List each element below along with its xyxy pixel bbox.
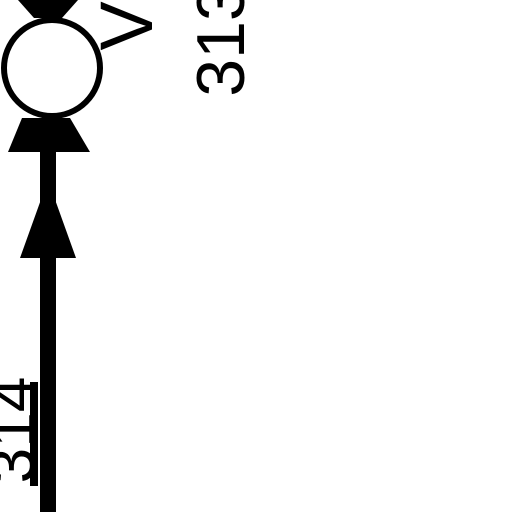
edge-label: 314 — [0, 377, 48, 484]
node-label: V — [85, 1, 168, 51]
edge-arrowhead — [20, 180, 76, 258]
node-top-cap — [18, 0, 78, 18]
node-bottom-cap — [8, 118, 90, 152]
node-number: 313 — [183, 0, 259, 97]
edge-label-underline — [30, 382, 38, 486]
node-circle — [1, 17, 103, 119]
